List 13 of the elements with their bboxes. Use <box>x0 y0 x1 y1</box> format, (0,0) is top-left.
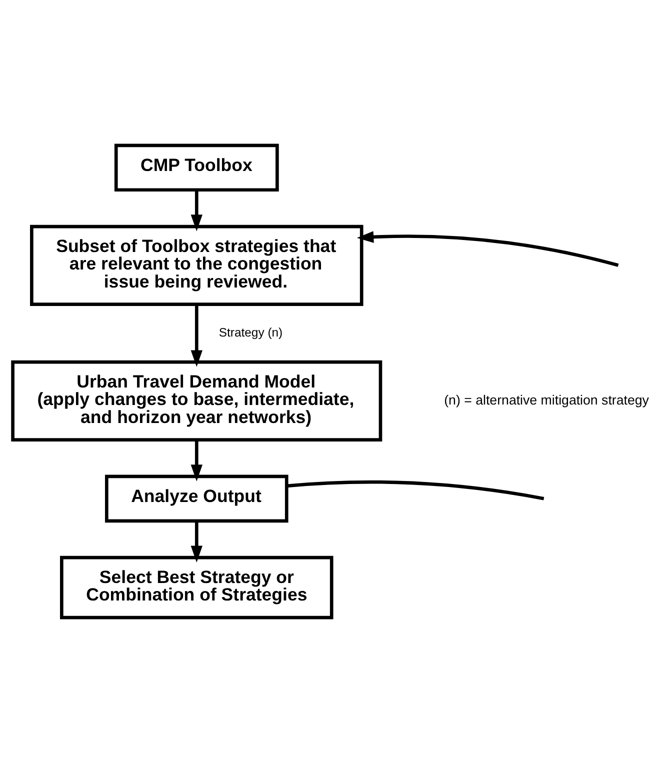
edge-label: Strategy (n) <box>218 325 283 340</box>
arrow <box>190 190 202 232</box>
node-box: Select Best Strategy or Combination of Strategies <box>60 556 334 620</box>
node-box: Urban Travel Demand Model (apply changes to base, intermediate, and horizon year networks) <box>11 360 382 442</box>
label: (n) = alternative mitigation strategy <box>444 392 649 408</box>
arrow <box>356 231 619 267</box>
arrow <box>190 521 202 562</box>
node-box: Subset of Toolbox strategies that are relevant to the congestion issue being reviewed. <box>30 224 364 306</box>
arrow <box>190 304 202 367</box>
arrow <box>190 440 202 482</box>
connector <box>286 480 544 500</box>
node-box: Analyze Output <box>105 474 288 523</box>
node-box: CMP Toolbox <box>114 144 279 192</box>
